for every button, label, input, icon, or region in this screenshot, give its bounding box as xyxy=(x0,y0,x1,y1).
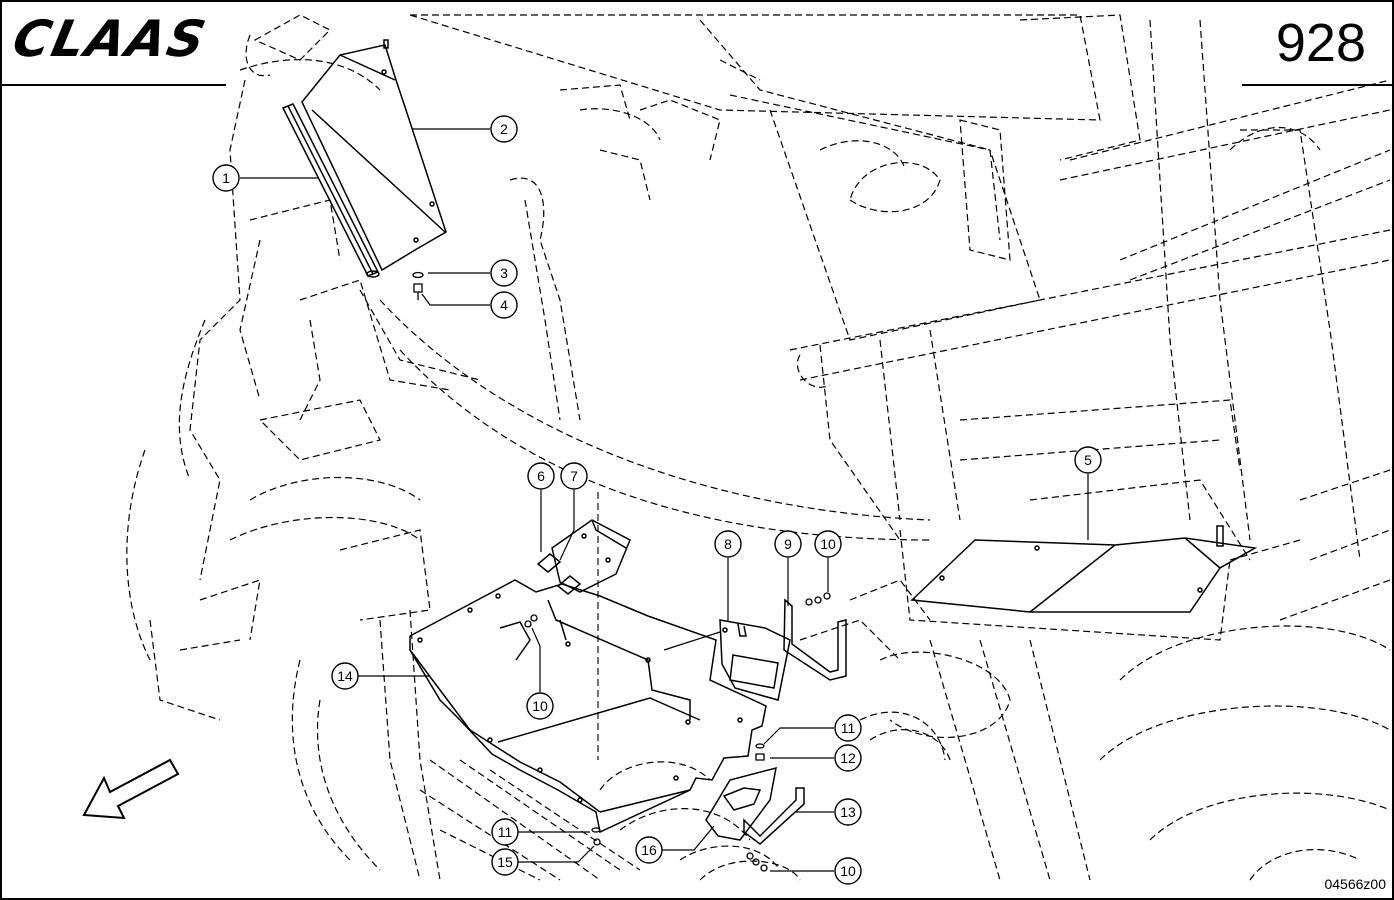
svg-text:14: 14 xyxy=(337,668,353,684)
svg-text:9: 9 xyxy=(784,536,792,552)
svg-text:4: 4 xyxy=(500,297,508,313)
part-13-lower-plate xyxy=(705,766,805,845)
drawing-reference: 04566z00 xyxy=(1324,876,1386,892)
svg-text:13: 13 xyxy=(840,804,856,820)
callout-9: 9 xyxy=(774,530,802,558)
svg-text:10: 10 xyxy=(840,863,856,879)
part-5-cover-plate xyxy=(910,525,1258,613)
callout-5: 5 xyxy=(1074,446,1102,474)
page-number: 928 xyxy=(1275,13,1366,73)
callout-16: 16 xyxy=(635,836,663,864)
callout-11-right: 11 xyxy=(834,714,862,742)
svg-text:16: 16 xyxy=(641,842,657,858)
svg-text:6: 6 xyxy=(537,468,545,484)
svg-text:1: 1 xyxy=(222,170,230,186)
callout-10-top: 10 xyxy=(814,530,842,558)
parts-3-4-washer-bolt xyxy=(412,271,424,300)
callout-11-bottom: 11 xyxy=(491,818,519,846)
part-1-rod xyxy=(281,103,380,278)
svg-text:12: 12 xyxy=(840,750,856,766)
fasteners-11-12-15 xyxy=(591,743,765,846)
svg-text:3: 3 xyxy=(500,265,508,281)
svg-text:11: 11 xyxy=(841,720,856,736)
callout-10-left: 10 xyxy=(526,692,554,720)
brand-logo: CLAAS xyxy=(7,10,213,68)
fasteners-10 xyxy=(524,592,831,872)
svg-text:10: 10 xyxy=(532,698,548,714)
svg-text:15: 15 xyxy=(497,854,513,870)
callout-8: 8 xyxy=(714,530,742,558)
leader-lines xyxy=(240,128,1089,872)
callout-13: 13 xyxy=(834,798,862,826)
callout-4: 4 xyxy=(490,291,518,319)
part-2-side-plate xyxy=(301,39,447,272)
background-machinery xyxy=(126,14,1391,881)
callout-12: 12 xyxy=(834,744,862,772)
callout-7: 7 xyxy=(560,462,588,490)
svg-text:7: 7 xyxy=(570,468,578,484)
part-8-plate xyxy=(719,619,791,701)
part-9-u-bracket xyxy=(783,598,847,681)
callout-3: 3 xyxy=(490,259,518,287)
svg-text:2: 2 xyxy=(500,121,508,137)
callout-1: 1 xyxy=(212,164,240,192)
parts-6-7-bracket xyxy=(536,519,631,595)
callout-10-bottom: 10 xyxy=(834,857,862,885)
svg-text:8: 8 xyxy=(724,536,732,552)
callout-2: 2 xyxy=(490,115,518,143)
svg-text:5: 5 xyxy=(1084,452,1092,468)
part-14-floor-panel xyxy=(409,492,767,834)
callout-6: 6 xyxy=(527,462,555,490)
svg-text:10: 10 xyxy=(820,536,836,552)
svg-text:11: 11 xyxy=(498,824,513,840)
callout-14: 14 xyxy=(331,662,359,690)
direction-arrow-icon xyxy=(82,758,180,820)
callout-15: 15 xyxy=(491,848,519,876)
